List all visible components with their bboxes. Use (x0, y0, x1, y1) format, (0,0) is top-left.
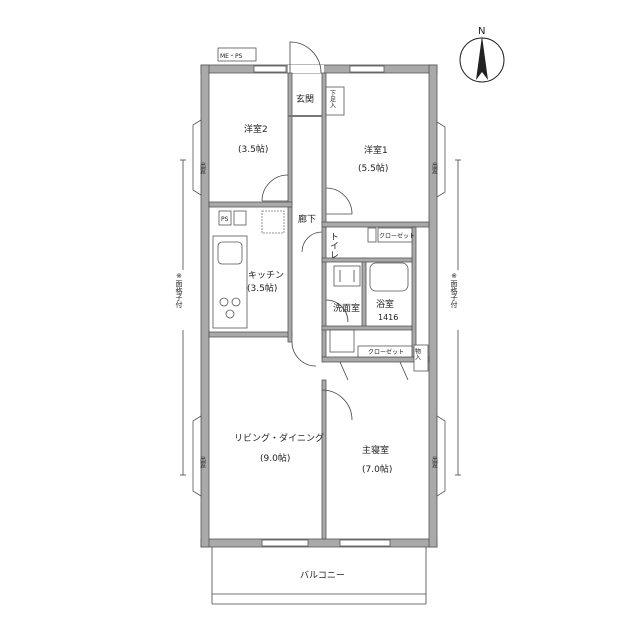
master-size: (7.0帖) (362, 463, 392, 475)
master-label: 主寝室 (362, 444, 389, 456)
north-arrow-icon (476, 36, 488, 80)
washroom-label: 洗面室 (333, 302, 360, 314)
closet-label-2: クローゼット (368, 348, 404, 356)
refrigerator-space (261, 210, 285, 234)
entrance-door (289, 41, 322, 74)
kitchen-label: キッチン (248, 270, 284, 281)
door-swings (261, 174, 409, 421)
washbasin (333, 265, 361, 287)
sink-icon (217, 241, 243, 265)
ps-box (218, 210, 232, 226)
shoe-box-label: 下足入 (329, 90, 336, 108)
mepc-label: ME・PS (220, 53, 243, 60)
balcony (211, 547, 427, 605)
bath-size: 1416 (378, 313, 398, 322)
storage-box (413, 344, 429, 372)
bay-window-left-top: 出窓 (192, 119, 206, 196)
bathtub (369, 262, 409, 292)
window-bottom-right (339, 539, 391, 547)
ps-label: PS (221, 216, 229, 223)
toilet-label: トイレ (328, 232, 339, 259)
living-label: リビング・ダイニング (234, 432, 324, 444)
svg-text:出窓: 出窓 (199, 455, 206, 468)
svg-text:出窓: 出窓 (431, 455, 438, 468)
living-size: (9.0帖) (260, 452, 290, 464)
room1-size: (5.5帖) (358, 162, 388, 174)
svg-text:※面格子付: ※面格子付 (450, 272, 458, 309)
room2-label: 洋室2 (244, 123, 268, 135)
compass: N (459, 26, 505, 83)
interior-walls (208, 72, 430, 540)
kitchen-counter (212, 235, 248, 329)
closet-label-1: クローゼット (379, 232, 415, 240)
side-note-right: ※面格子付 (450, 159, 463, 476)
svg-text:出窓: 出窓 (199, 161, 206, 174)
closet-room1 (377, 227, 413, 243)
window-top-right (349, 65, 385, 73)
room2-size: (3.5帖) (238, 143, 268, 155)
window-top-left (253, 65, 287, 73)
burner-icon (219, 297, 229, 307)
compass-label: N (478, 26, 485, 37)
mepc-box (217, 47, 257, 62)
room1-label: 洋室1 (364, 144, 388, 156)
storage-label: 物入 (414, 347, 421, 360)
shoe-box (325, 86, 345, 116)
window-bottom-left (261, 539, 309, 547)
bay-window-left-bottom: 出窓 (192, 415, 206, 497)
side-note-left: ※面格子付 (175, 159, 188, 476)
bath-label: 浴室 (376, 298, 394, 310)
svg-text:出窓: 出窓 (431, 161, 438, 174)
burner-icon (231, 297, 241, 307)
genkan-label: 玄関 (296, 93, 314, 105)
balcony-label: バルコニー (300, 570, 345, 581)
bay-window-right-top: 出窓 (431, 121, 446, 198)
toilet-fixture (367, 227, 377, 243)
closet-master (357, 345, 413, 358)
washer-pan (329, 329, 355, 353)
burner-icon (225, 309, 235, 319)
bay-window-right-bottom: 出窓 (431, 415, 446, 497)
hallway-label: 廊下 (298, 213, 316, 225)
svg-text:※面格子付: ※面格子付 (175, 272, 183, 309)
kitchen-size: (3.5帖) (247, 282, 277, 294)
